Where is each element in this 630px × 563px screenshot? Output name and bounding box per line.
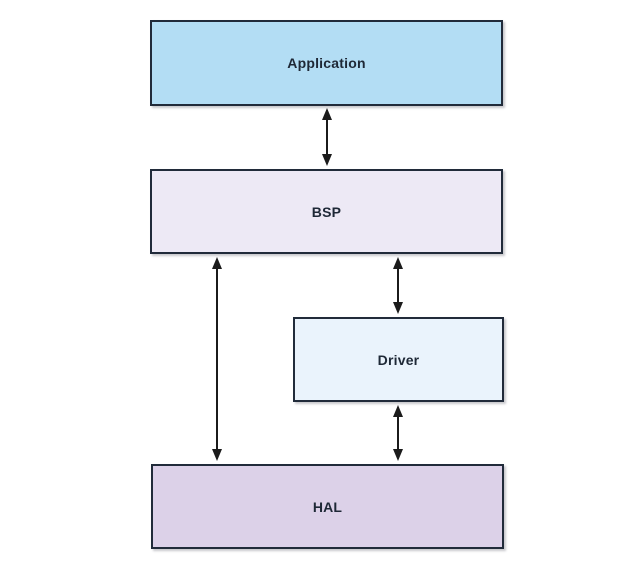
node-bsp-label: BSP xyxy=(311,203,342,220)
arrow-bsp-driver xyxy=(393,257,403,314)
arrow-bsp-hal xyxy=(212,257,222,461)
node-application-label: Application xyxy=(287,55,366,71)
node-driver-label: Driver xyxy=(377,351,420,368)
node-driver: Driver xyxy=(293,317,504,402)
node-application: Application xyxy=(150,20,503,106)
node-bsp: BSP xyxy=(150,169,503,254)
node-hal: HAL xyxy=(151,464,504,549)
arrow-application-bsp xyxy=(322,108,332,166)
arrow-driver-hal xyxy=(393,405,403,461)
node-hal-label: HAL xyxy=(312,498,343,515)
